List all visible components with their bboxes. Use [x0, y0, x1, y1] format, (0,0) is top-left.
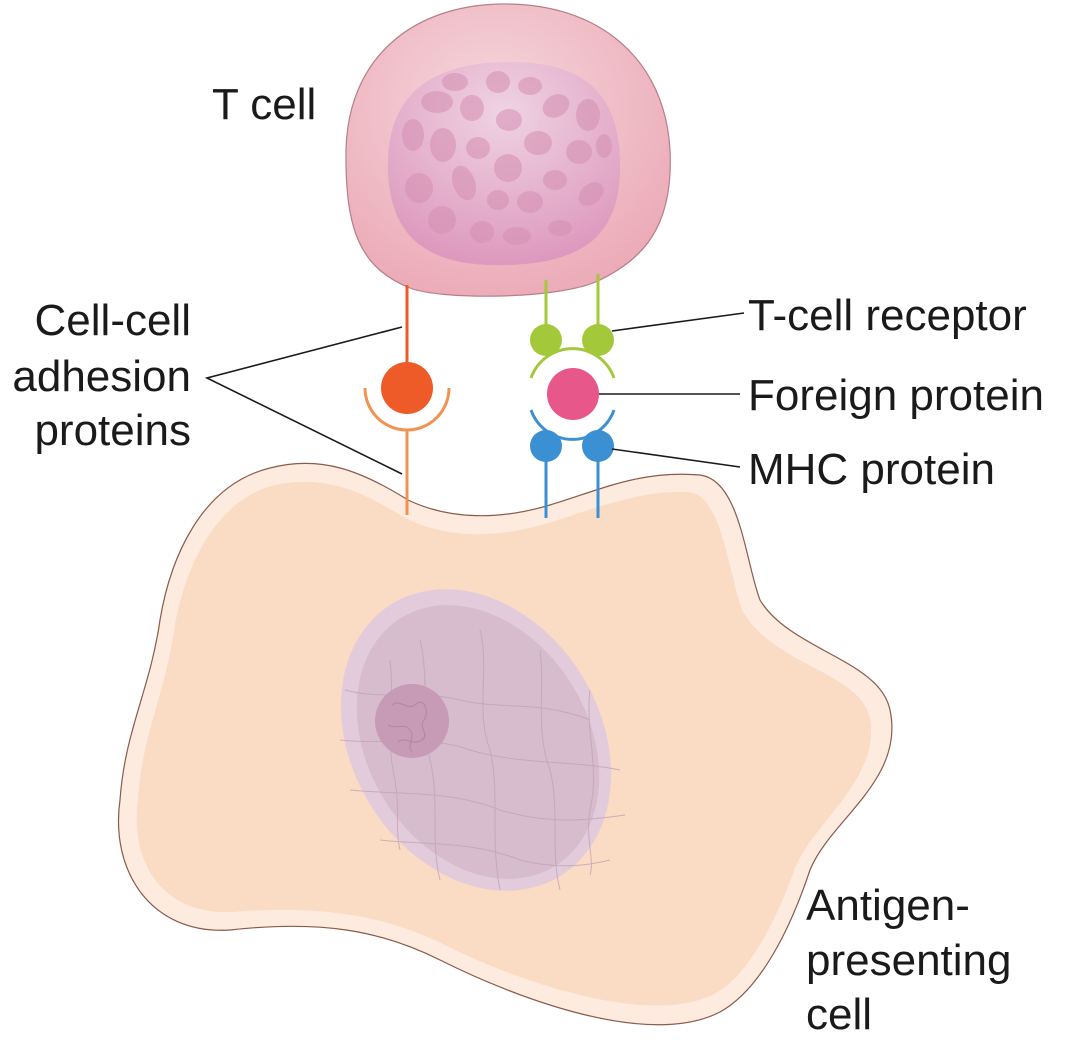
mhc-protein: [529, 409, 616, 518]
label-adhesion-line-3: proteins: [34, 406, 191, 455]
leader-lines: [204, 312, 745, 475]
t-cell-receptor: [529, 274, 616, 379]
tcr-ball-right: [582, 324, 614, 356]
mhc-ball-left: [530, 430, 562, 462]
tcr-leader: [611, 312, 745, 332]
label-apc-line-3: cell: [806, 990, 872, 1039]
label-adhesion-line-1: Cell-cell: [35, 296, 191, 345]
label-apc-line-2: presenting: [806, 936, 1011, 985]
tcr-mhc-complex: [529, 274, 616, 518]
label-mhc-protein: MHC protein: [748, 445, 995, 494]
mhc-ball-right: [582, 430, 614, 462]
label-adhesion-line-2: adhesion: [12, 352, 191, 401]
antigen-presenting-cell: [117, 462, 893, 1026]
label-t-cell: T cell: [212, 80, 316, 129]
label-apc-line-1: Antigen-: [806, 881, 970, 930]
adhesion-leader: [204, 326, 403, 475]
tcr-ball-left: [530, 324, 562, 356]
label-antigen-presenting-cell: Antigen- presenting cell: [806, 881, 1011, 1039]
adhesion-ball: [381, 362, 433, 414]
tcr-cup: [529, 347, 616, 379]
adhesion-cup: [363, 387, 451, 432]
foreign-protein: [547, 368, 599, 420]
nucleolus-texture: [387, 701, 427, 753]
label-foreign-protein: Foreign protein: [748, 371, 1044, 420]
label-adhesion-proteins: Cell-cell adhesion proteins: [12, 296, 191, 455]
label-t-cell-receptor: T-cell receptor: [748, 291, 1027, 340]
t-cell: [345, 3, 671, 297]
apc-nucleolus: [375, 684, 449, 758]
mhc-leader: [611, 448, 741, 468]
chromatin-patches: [402, 71, 612, 245]
chromatin-network: [339, 629, 626, 891]
adhesion-protein-pair: [363, 285, 451, 515]
mhc-cup: [529, 409, 616, 441]
apc-nucleus: [356, 605, 600, 879]
